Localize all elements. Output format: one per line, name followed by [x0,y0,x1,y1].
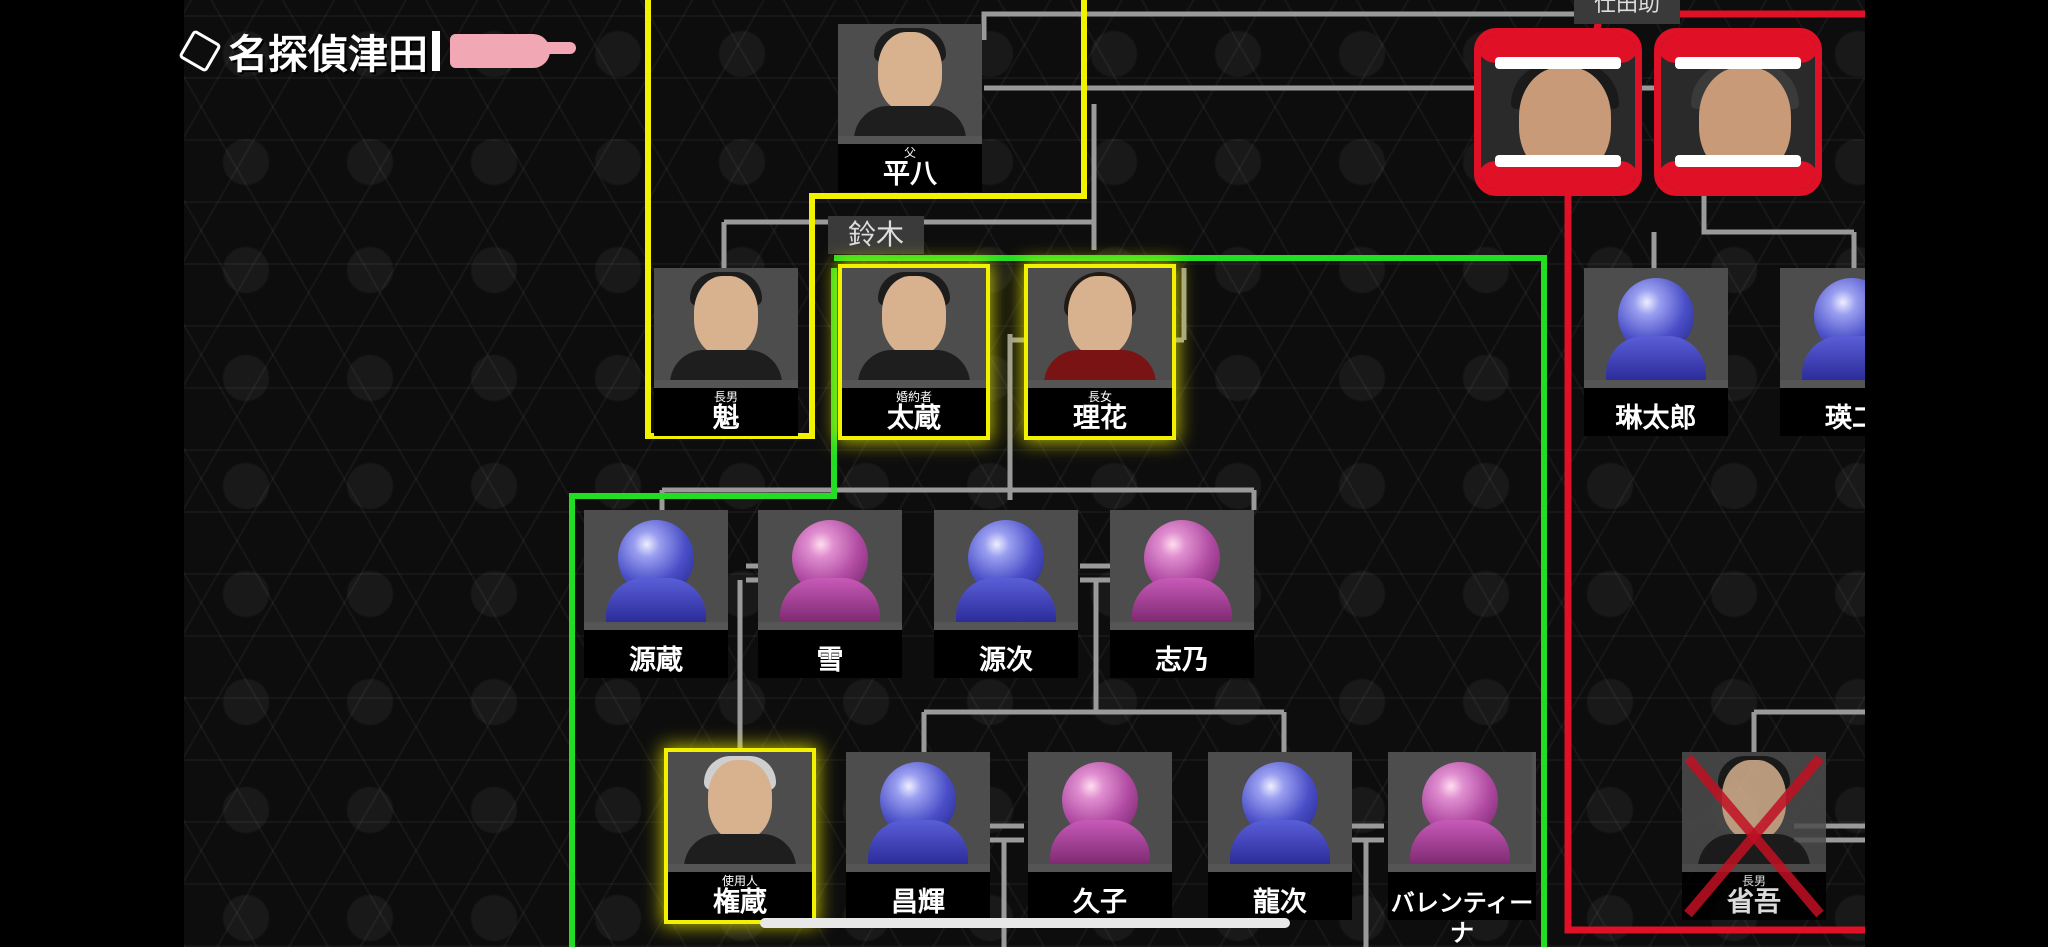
taizo-photo [842,268,986,380]
male-pawn-icon [1780,268,1865,380]
role-label [1028,874,1172,888]
shogo-photo [1682,752,1826,864]
card-valentina[interactable]: バレンティーナ [1388,752,1536,947]
name-label: 権蔵 [713,887,767,918]
card-ryuji[interactable]: 龍次 [1208,752,1352,920]
gonzo-photo [668,752,812,864]
wipe-window-2 [1654,28,1822,196]
name-label: 平八 [883,159,937,190]
card-rintaro[interactable]: 琳太郎 [1584,268,1728,436]
card-gonzo[interactable]: 使用人権蔵 [668,752,812,920]
name-label: 雪 [816,645,844,676]
male-pawn-icon [1208,752,1352,864]
name-label: 久子 [1073,887,1127,918]
wipe-window-1 [1474,28,1642,196]
name-label: 昌輝 [891,887,945,918]
card-ei[interactable]: 瑛二 [1780,268,1865,436]
role-label [1388,874,1536,888]
red-x-icon [1684,754,1824,918]
home-indicator[interactable] [760,918,1290,928]
role-label [584,632,728,646]
name-label: 志乃 [1155,645,1209,676]
rika-photo [1028,268,1172,380]
heihachi-photo [838,24,982,136]
card-shogo[interactable]: 長男省吾 [1682,752,1826,920]
card-shoki[interactable]: 昌輝 [846,752,990,920]
role-label: 長男 [713,390,738,404]
sakigake-photo [654,268,798,380]
card-yuki[interactable]: 雪 [758,510,902,678]
name-label: 理花 [1073,403,1127,434]
name-label: 琳太郎 [1615,403,1697,434]
name-label: 源次 [979,645,1033,676]
card-genji[interactable]: 源次 [934,510,1078,678]
male-pawn-icon [1584,268,1728,380]
name-label: 龍次 [1253,887,1307,918]
role-label [1208,874,1352,888]
card-rika[interactable]: 長女理花 [1028,268,1172,436]
pointing-hand-icon [450,34,576,68]
name-label: 源蔵 [629,645,683,676]
role-label [1110,632,1254,646]
card-sakigake[interactable]: 長男魁 [654,268,798,436]
female-pawn-icon [1028,752,1172,864]
male-pawn-icon [584,510,728,622]
show-logo: 名探偵津田 [178,22,576,80]
role-label: 婚約者 [895,390,932,404]
card-genzo[interactable]: 源蔵 [584,510,728,678]
male-pawn-icon [846,752,990,864]
role-label: 長女 [1087,390,1112,404]
yellow-path [645,0,1087,439]
role-label: 長男 [1741,874,1766,888]
card-hisako[interactable]: 久子 [1028,752,1172,920]
role-label [846,874,990,888]
top-right-label: 仕田助 [1574,0,1681,24]
female-pawn-icon [758,510,902,622]
name-label: 省吾 [1727,887,1781,918]
name-label: 瑛二 [1825,403,1865,434]
male-pawn-icon [934,510,1078,622]
role-label [1780,390,1865,404]
logo-bar [432,31,440,71]
green-path-right [834,255,1547,947]
logo-text: 名探偵津田 [228,32,428,78]
name-label: 太蔵 [887,403,941,434]
role-label [758,632,902,646]
card-taizo[interactable]: 婚約者太蔵 [842,268,986,436]
female-pawn-icon [1110,510,1254,622]
name-label: 魁 [712,403,740,434]
role-label [1584,390,1728,404]
card-heihachi[interactable]: 父平八 [838,24,982,192]
hex-logo-icon [178,29,222,73]
green-path [569,268,837,947]
name-label: バレンティーナ [1390,888,1534,947]
role-label [934,632,1078,646]
role-label: 父 [903,146,916,160]
right-letterbox [1865,0,2048,947]
group-label-suzuki: 鈴木 [828,216,925,254]
female-pawn-icon [1388,752,1532,864]
role-label: 使用人 [721,874,758,888]
card-shino[interactable]: 志乃 [1110,510,1254,678]
connection-lines [569,0,1865,947]
left-letterbox [0,0,184,947]
